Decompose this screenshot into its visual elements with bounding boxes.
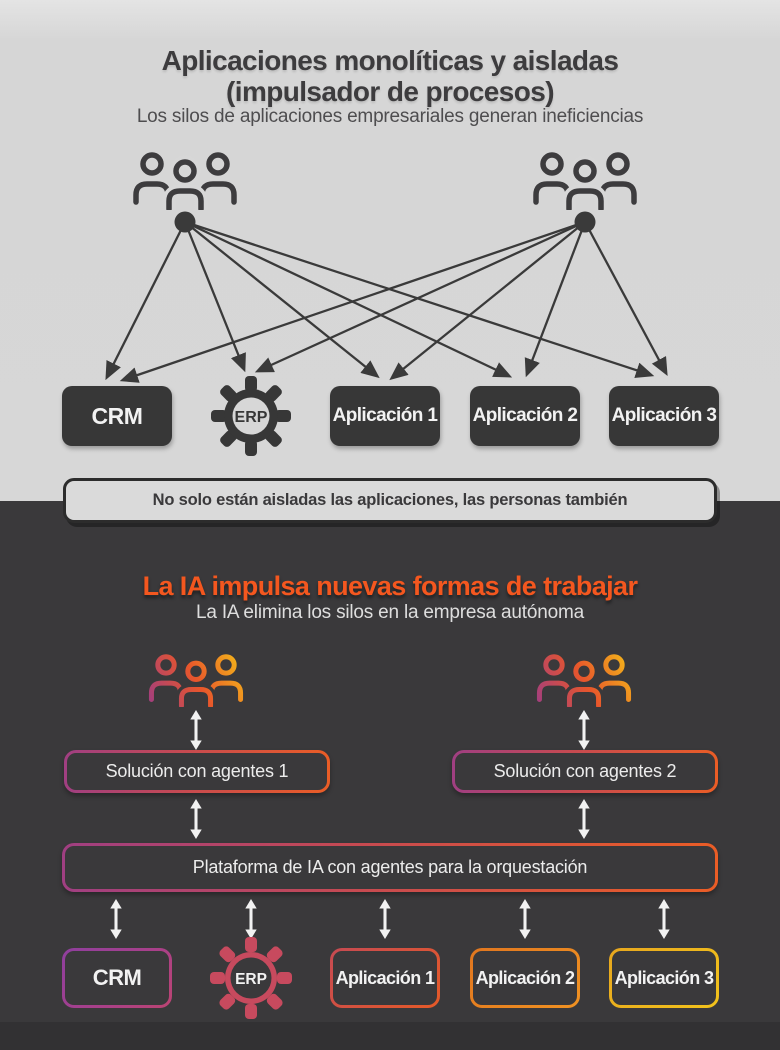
app-label: Aplicación 1 [335,967,435,988]
people-group-icon [148,654,244,707]
solution-label: Solución con agentes 1 [105,761,289,781]
footer-band [0,1022,780,1050]
top-section: Aplicaciones monolíticas y aisladas(impu… [0,0,780,501]
app-box-crm: CRM [62,386,172,446]
app-box-crm: CRM [62,948,172,1008]
arrow-icon [119,220,586,383]
app-label: CRM [92,965,142,990]
people-group-icon [533,152,637,210]
arrow-icon [184,220,655,378]
dot-icon [174,211,196,233]
people-group-icon [536,654,632,707]
platform-label: Plataforma de IA con agentes para la orq… [192,857,588,877]
arrow-icon [183,221,246,373]
app-label: Aplicación 3 [614,967,714,988]
arrow-icon [105,221,187,381]
app-label: CRM [91,402,143,429]
app-label: ERP [235,409,268,426]
gear-icon: ERP [210,937,292,1019]
platform-box: Plataforma de IA con agentes para la orq… [62,843,718,892]
arrow-icon [583,221,668,377]
gear-icon: ERP [211,376,291,456]
top-title-line2: (impulsador de procesos) [226,75,554,107]
dot-icon [574,211,596,233]
top-title: Aplicaciones monolíticas y aisladas(impu… [0,45,780,107]
bottom-subtitle: La IA elimina los silos en la empresa au… [196,602,584,623]
double-arrow-icon [245,899,257,939]
double-arrow-icon [379,899,391,939]
double-arrow-icon [190,799,202,839]
bottom-title: La IA impulsa nuevas formas de trabajar [142,571,638,602]
arrow-icon [389,221,586,381]
double-arrow-icon [658,899,670,939]
app-label: Aplicación 2 [472,405,578,426]
banner: No solo están aisladas las aplicaciones,… [63,478,717,523]
double-arrow-icon [110,899,122,939]
double-arrow-icon [190,710,202,750]
app-label: ERP [235,971,267,988]
top-title-line1: Aplicaciones monolíticas y aisladas [161,44,619,76]
arrow-icon [524,221,587,378]
solution-box-1: Solución con agentes 1 [64,750,330,793]
arrow-icon [184,220,513,378]
solution-label: Solución con agentes 2 [493,761,677,781]
app-label: Aplicación 1 [332,405,438,426]
app-box-aplicacion2: Aplicación 2 [470,948,580,1008]
solution-box-2: Solución con agentes 2 [452,750,718,793]
app-box-aplicacion3: Aplicación 3 [609,386,719,446]
double-arrow-icon [519,899,531,939]
people-group-icon [133,152,237,210]
app-label: Aplicación 3 [611,405,717,426]
app-box-aplicacion1: Aplicación 1 [330,948,440,1008]
app-box-aplicacion3: Aplicación 3 [609,948,719,1008]
top-subtitle: Los silos de aplicaciones empresariales … [136,106,644,127]
banner-text: No solo están aisladas las aplicaciones,… [152,491,628,509]
double-arrow-icon [578,799,590,839]
app-label: Aplicación 2 [475,967,575,988]
arrow-icon [184,221,380,379]
arrow-icon [254,220,586,373]
app-box-aplicacion1: Aplicación 1 [330,386,440,446]
double-arrow-icon [578,710,590,750]
app-box-aplicacion2: Aplicación 2 [470,386,580,446]
